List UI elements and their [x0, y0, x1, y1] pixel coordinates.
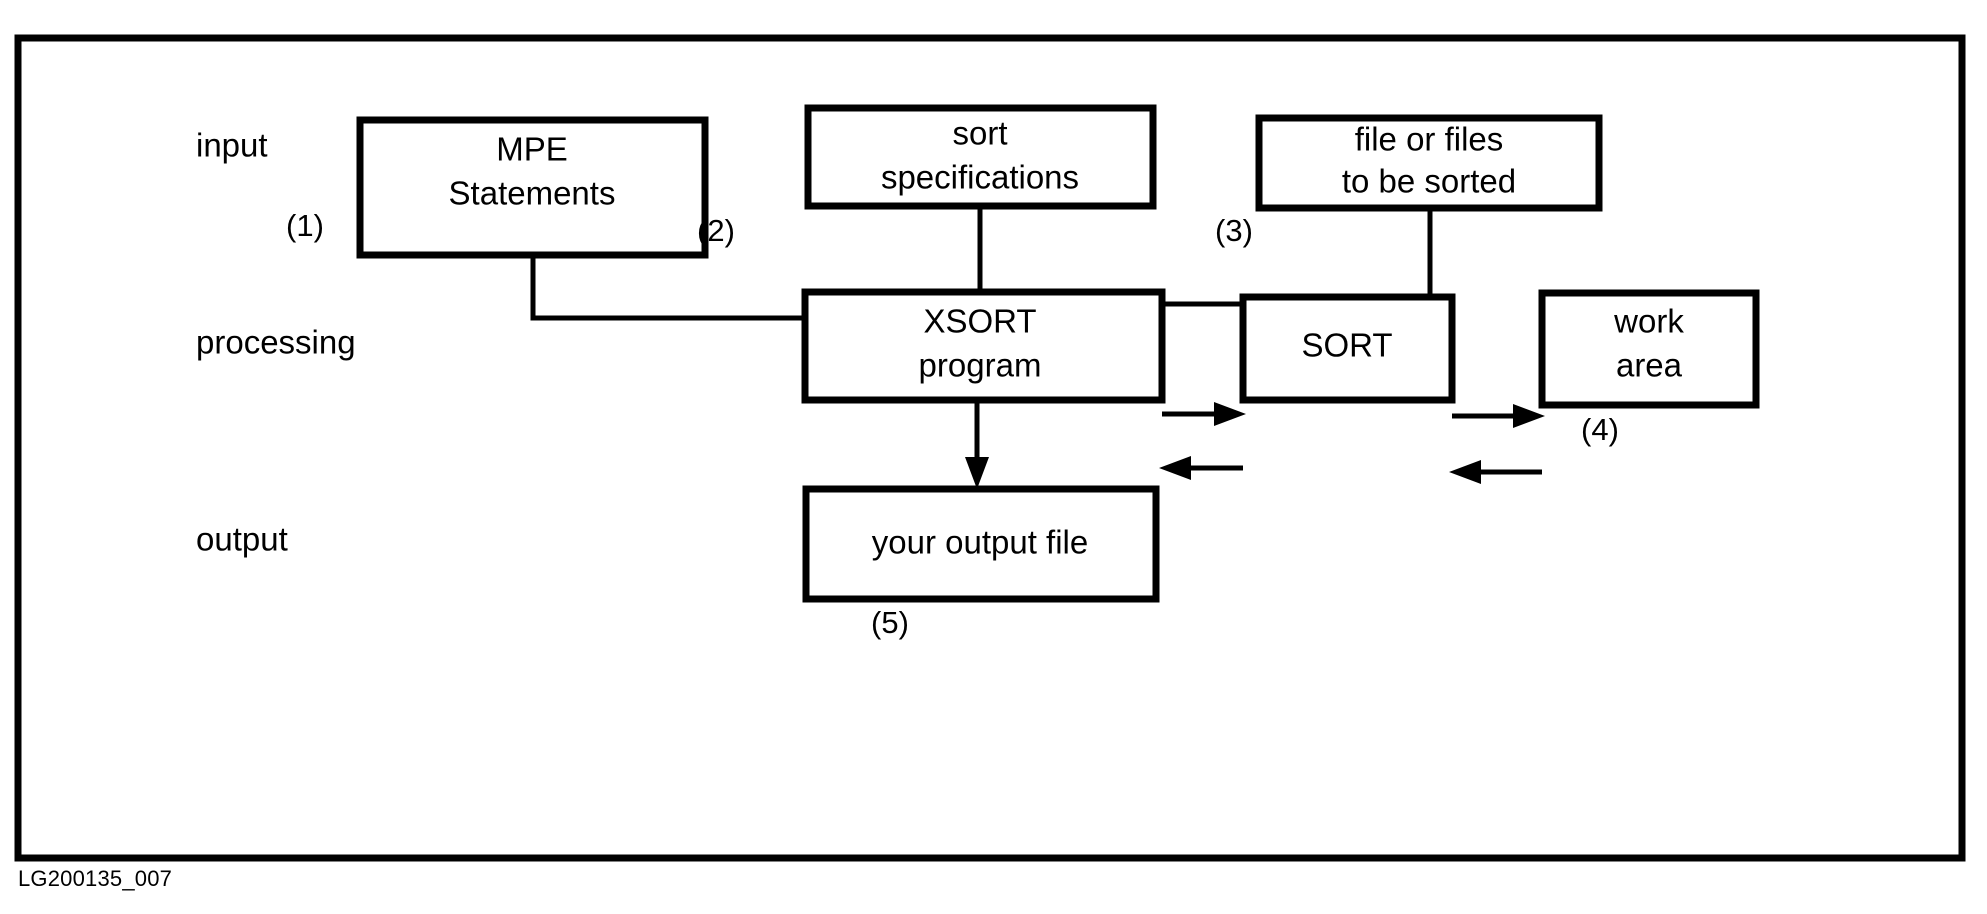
node-box-sort[interactable] — [1239, 293, 1456, 404]
stage-label-input: input — [196, 127, 268, 164]
ref-label-5: (5) — [871, 605, 909, 640]
ref-label-4: (4) — [1581, 412, 1619, 447]
node-label-your-output-file: your output file — [872, 524, 1088, 561]
ref-label-2: (2) — [697, 213, 735, 248]
connector-xsort-to-sort — [1162, 402, 1246, 426]
node-box-xsort-program[interactable] — [801, 288, 1166, 404]
node-work-area[interactable]: work area — [1538, 289, 1760, 409]
ref-label-1: (1) — [286, 208, 324, 243]
node-label-mpe-statements-line2: Statements — [449, 175, 616, 212]
node-box-your-output-file[interactable] — [802, 485, 1160, 603]
node-your-output-file[interactable]: your output file — [802, 485, 1160, 603]
node-label-mpe-statements-line1: MPE — [496, 131, 568, 168]
node-file-or-files[interactable]: file or files to be sorted — [1255, 114, 1603, 212]
connector-work-to-sort — [1449, 460, 1542, 484]
figure-caption: LG200135_007 — [18, 866, 173, 891]
stage-label-processing: processing — [196, 324, 356, 361]
connector-xsort-to-output — [965, 400, 989, 489]
node-box-work-area[interactable] — [1538, 289, 1760, 409]
node-label-file-or-files-line1: file or files — [1355, 121, 1504, 158]
node-label-xsort-program-line1: XSORT — [923, 303, 1036, 340]
node-label-xsort-program-line2: program — [919, 347, 1042, 384]
connector-sort-to-work — [1452, 404, 1545, 428]
node-sort[interactable]: SORT — [1239, 293, 1456, 404]
stage-label-output: output — [196, 521, 288, 558]
ref-label-3: (3) — [1215, 213, 1253, 248]
node-label-file-or-files-line2: to be sorted — [1342, 163, 1516, 200]
node-label-sort-specifications-line2: specifications — [881, 159, 1079, 196]
node-sort-specifications[interactable]: sort specifications — [804, 104, 1157, 210]
node-box-sort-specifications[interactable] — [804, 104, 1157, 210]
node-label-sort-specifications-line1: sort — [952, 115, 1007, 152]
node-label-work-area-line2: area — [1616, 347, 1683, 384]
node-xsort-program[interactable]: XSORT program — [801, 288, 1166, 404]
connector-sort-to-xsort — [1159, 456, 1243, 480]
node-label-sort: SORT — [1301, 327, 1392, 364]
node-box-file-or-files[interactable] — [1255, 114, 1603, 212]
node-label-work-area-line1: work — [1613, 303, 1684, 340]
figure-frame — [14, 34, 1966, 862]
node-mpe-statements[interactable]: MPE Statements — [356, 116, 709, 259]
node-box-mpe-statements[interactable] — [356, 116, 709, 259]
